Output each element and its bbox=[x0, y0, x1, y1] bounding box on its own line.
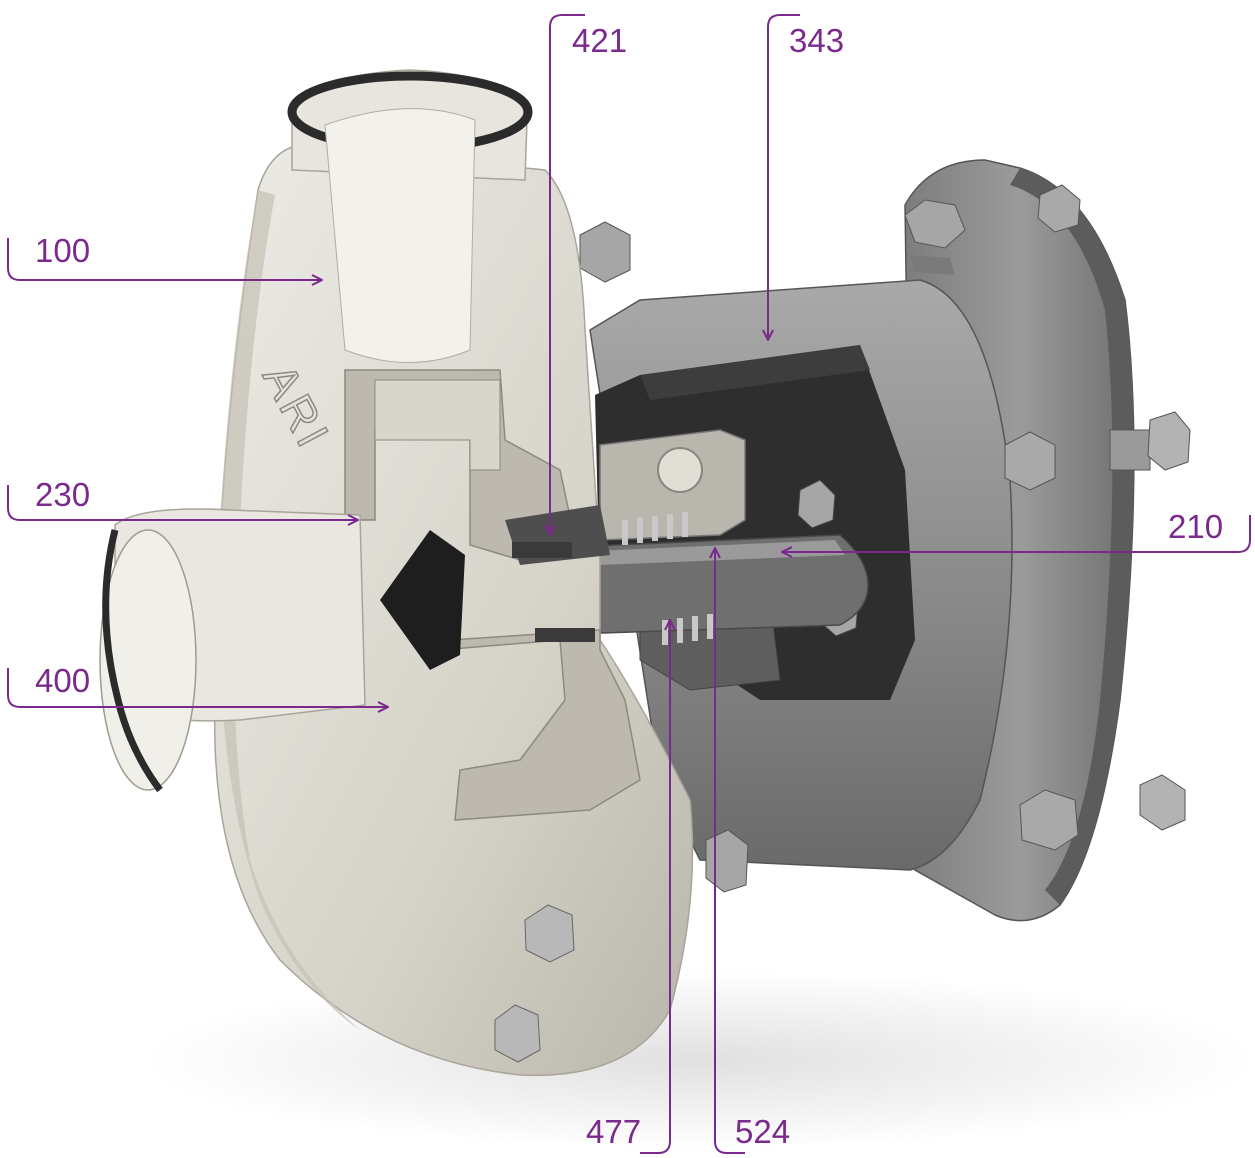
grease-port bbox=[657, 447, 703, 493]
leader-line bbox=[7, 668, 388, 707]
callout-100: 100 bbox=[7, 232, 322, 280]
seal-face bbox=[512, 542, 572, 558]
hex-bolt-icon bbox=[1037, 184, 1081, 233]
callout-label: 343 bbox=[789, 22, 844, 59]
impeller-hub bbox=[380, 530, 465, 670]
leader-line bbox=[715, 548, 745, 1154]
hex-bolt-icon bbox=[705, 829, 749, 893]
hex-bolt-icon bbox=[904, 199, 966, 275]
hex-bolt-icon bbox=[1004, 431, 1056, 491]
ground-shadow bbox=[140, 970, 1255, 1150]
leader-line bbox=[782, 515, 1251, 552]
casing-lower-section bbox=[438, 629, 641, 821]
hex-bolt-icon bbox=[494, 1004, 541, 1063]
leader-line bbox=[7, 238, 322, 280]
leader-line bbox=[640, 620, 670, 1154]
hex-bolt-icon bbox=[579, 221, 631, 283]
impeller-section bbox=[374, 379, 501, 471]
callout-label: 421 bbox=[572, 22, 627, 59]
callout-400: 400 bbox=[7, 662, 388, 707]
leader-line bbox=[7, 485, 358, 520]
discharge-bore bbox=[324, 108, 476, 363]
callout-label: 100 bbox=[35, 232, 90, 269]
flange-face bbox=[1010, 168, 1134, 905]
callout-label: 230 bbox=[35, 476, 90, 513]
suction-bore bbox=[99, 529, 197, 791]
hex-nut-icon bbox=[797, 479, 836, 529]
hex-bolt-icon bbox=[524, 904, 575, 963]
casing-bolts bbox=[494, 904, 575, 1063]
seal-spring-lower bbox=[662, 614, 713, 645]
callout-524: 524 bbox=[715, 548, 790, 1154]
flange-bolts bbox=[579, 184, 1191, 893]
seal-spring-upper bbox=[622, 512, 688, 545]
pump-casing: ARI bbox=[99, 69, 694, 1077]
callout-343: 343 bbox=[768, 14, 844, 340]
callouts: 100 230 400 421 343 210 477 bbox=[7, 14, 1251, 1154]
suction-oring bbox=[102, 529, 163, 793]
seal-face-lower bbox=[535, 628, 595, 642]
interior-inner-wall bbox=[640, 345, 870, 400]
hex-bolt-icon bbox=[1019, 789, 1079, 851]
hex-bolt-icon bbox=[1139, 774, 1186, 831]
callout-421: 421 bbox=[550, 14, 627, 535]
callout-477: 477 bbox=[586, 620, 670, 1154]
callout-230: 230 bbox=[7, 476, 358, 520]
leader-line bbox=[768, 14, 800, 340]
callout-210: 210 bbox=[782, 508, 1251, 552]
callout-label: 400 bbox=[35, 662, 90, 699]
callout-label: 524 bbox=[735, 1113, 790, 1150]
leader-line bbox=[550, 14, 585, 535]
hex-bolt-icon bbox=[1109, 411, 1191, 471]
callout-label: 210 bbox=[1168, 508, 1223, 545]
callout-label: 477 bbox=[586, 1113, 641, 1150]
